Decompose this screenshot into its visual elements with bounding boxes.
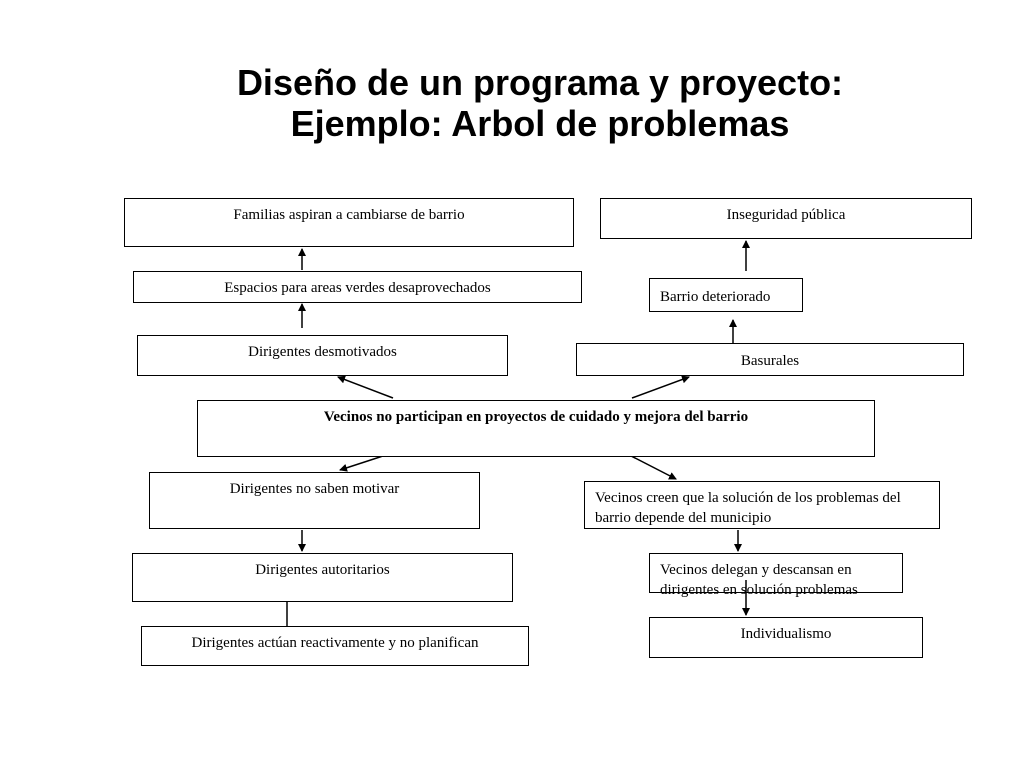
node-label: Vecinos no participan en proyectos de cu… — [323, 409, 749, 425]
node-familias-aspiran-cambiarse: Familias aspiran a cambiarse de barrio — [124, 198, 574, 247]
node-label: Inseguridad pública — [726, 207, 846, 223]
node-label: Espacios para areas verdes desaprovechad… — [224, 280, 491, 296]
title-line-2: Ejemplo: Arbol de problemas — [290, 103, 790, 144]
page-title: Diseño de un programa y proyecto: Ejempl… — [0, 62, 1024, 144]
title-line-1: Diseño de un programa y proyecto: — [236, 62, 844, 103]
node-dirigentes-actuan-reactivamente: Dirigentes actúan reactivamente y no pla… — [141, 626, 529, 666]
node-vecinos-creen-solucion: Vecinos creen que la solución de los pro… — [584, 481, 940, 529]
arrow-central-to-basurales — [631, 375, 690, 399]
node-label: Vecinos delegan y descansan en dirigente… — [660, 562, 858, 598]
node-label: Vecinos creen que la solución de los pro… — [595, 490, 901, 526]
node-basurales: Basurales — [576, 343, 964, 376]
node-vecinos-delegan: Vecinos delegan y descansan en dirigente… — [649, 553, 903, 598]
node-espacios-areas-verdes: Espacios para areas verdes desaprovechad… — [133, 271, 582, 303]
node-label: Dirigentes autoritarios — [255, 562, 390, 578]
node-label: Dirigentes actúan reactivamente y no pla… — [191, 635, 479, 651]
node-dirigentes-no-saben-motivar: Dirigentes no saben motivar — [149, 472, 480, 529]
node-label: Barrio deteriorado — [660, 289, 771, 305]
node-label: Dirigentes no saben motivar — [229, 481, 400, 497]
node-label: Dirigentes desmotivados — [248, 344, 397, 360]
node-problema-central: Vecinos no participan en proyectos de cu… — [197, 400, 875, 457]
node-label: Familias aspiran a cambiarse de barrio — [233, 207, 465, 223]
node-label: Individualismo — [740, 626, 832, 642]
node-dirigentes-autoritarios: Dirigentes autoritarios — [132, 553, 513, 602]
node-label: Basurales — [740, 353, 800, 369]
node-dirigentes-desmotivados: Dirigentes desmotivados — [137, 335, 508, 376]
node-inseguridad-publica: Inseguridad pública — [600, 198, 972, 239]
node-barrio-deteriorado: Barrio deteriorado — [649, 278, 803, 312]
node-individualismo: Individualismo — [649, 617, 923, 658]
arrow-central-to-desmotivados — [337, 375, 394, 399]
